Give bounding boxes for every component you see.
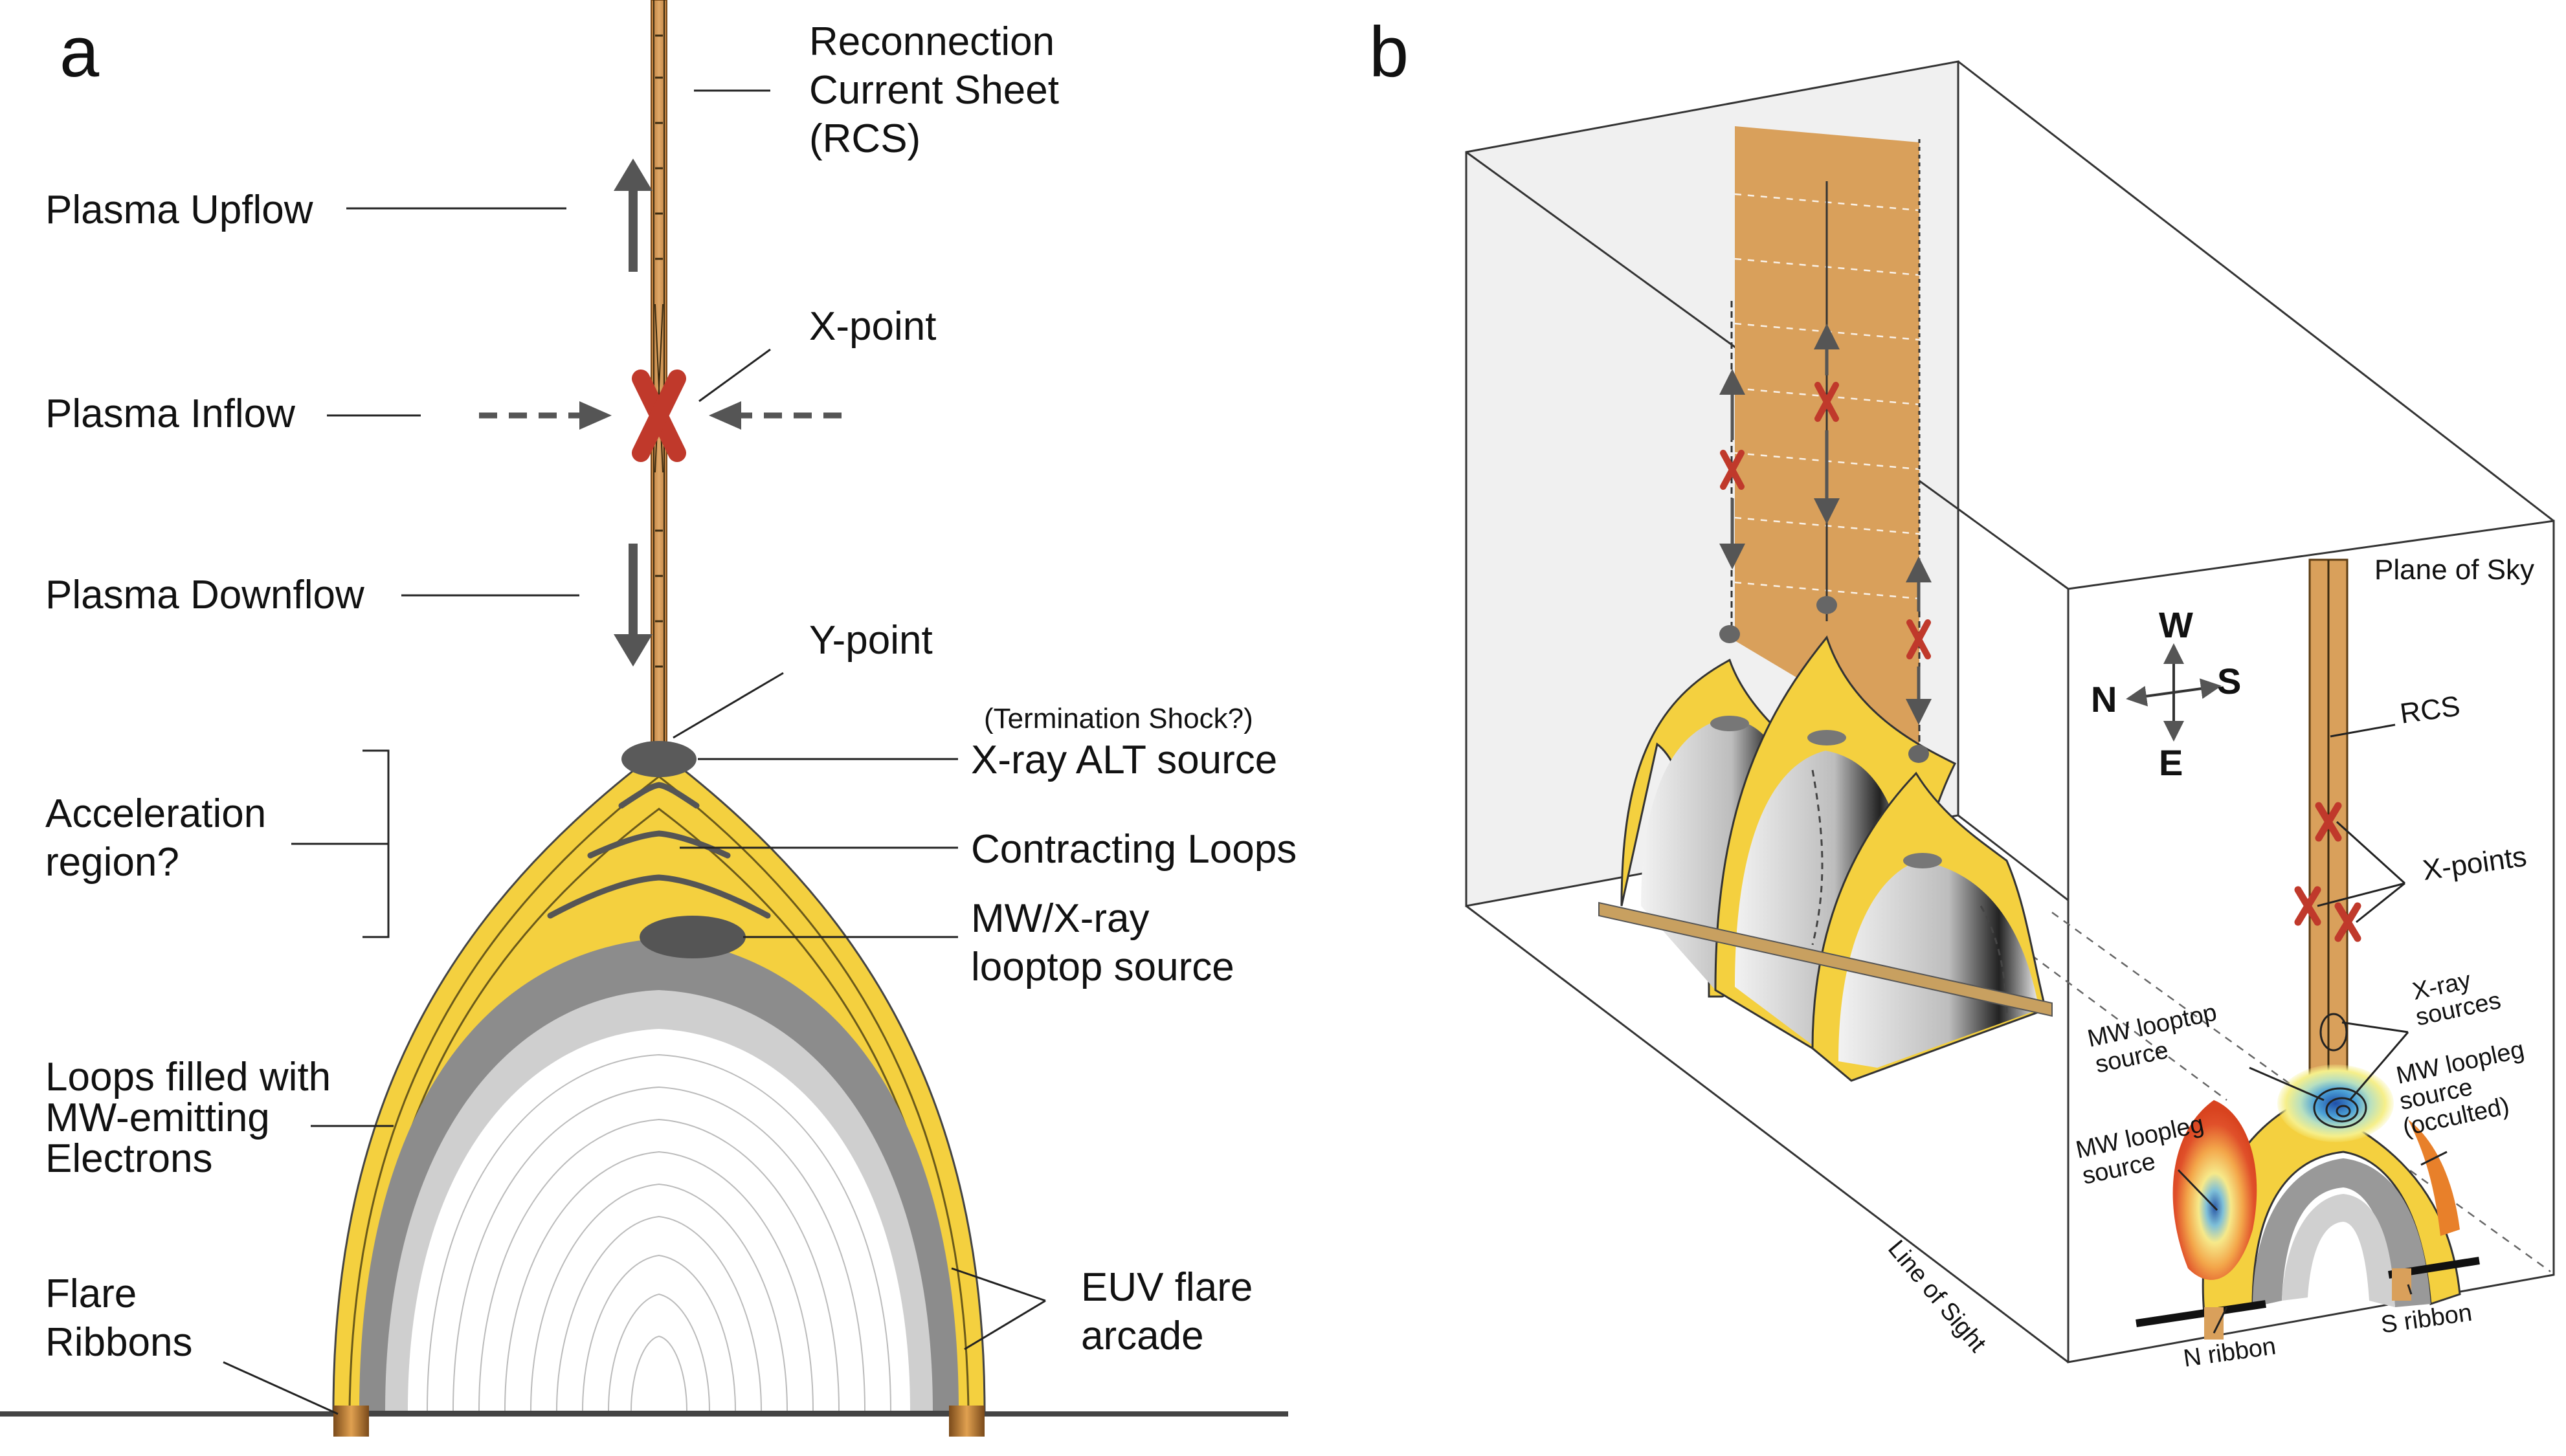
current-sheet-ticks xyxy=(655,34,663,668)
compass-e: E xyxy=(2159,742,2183,783)
acceleration-label-line1: Acceleration xyxy=(45,791,266,836)
looptop-label-line2: looptop source xyxy=(971,945,1234,989)
rcs-label-line2: Current Sheet xyxy=(809,68,1059,113)
footpoint-right xyxy=(949,1406,985,1437)
downflow-arrow xyxy=(614,544,653,667)
xray-contours xyxy=(2313,1013,2367,1129)
contracting-loops xyxy=(547,782,771,919)
mw-looptop-source xyxy=(2277,1064,2394,1142)
alt-source-label: X-ray ALT source xyxy=(971,738,1277,782)
x-point-label: X-point xyxy=(809,304,936,349)
rcs-label-line3: (RCS) xyxy=(809,116,920,161)
panel-b: b xyxy=(1369,12,2555,1373)
euv-arcade-label-line1: EUV flare xyxy=(1081,1265,1253,1310)
n-ribbon-line xyxy=(2136,1300,2266,1327)
panel-b-leaders xyxy=(2177,723,2448,1334)
looptop-label-line1: MW/X-ray xyxy=(971,896,1150,941)
looptop-source xyxy=(640,916,746,958)
loops-filled-label-line2: MW-emitting xyxy=(45,1096,270,1140)
loops-filled-label-line1: Loops filled with xyxy=(45,1055,331,1099)
plasma-inflow-label: Plasma Inflow xyxy=(45,392,295,436)
front-arcade xyxy=(2136,1013,2480,1340)
compass-s: S xyxy=(2217,661,2241,701)
compass: W N S E xyxy=(2091,604,2241,783)
euv-arcade-core xyxy=(408,1029,910,1411)
x-point-marker xyxy=(632,370,686,462)
upflow-arrow xyxy=(614,159,653,272)
inflow-arrow-left xyxy=(479,401,612,430)
flare-ribbons-label-line2: Ribbons xyxy=(45,1320,192,1365)
termination-shock-label: (Termination Shock?) xyxy=(984,703,1253,734)
panel-a-label: a xyxy=(60,12,100,92)
back-flow-arrows xyxy=(1719,324,1932,725)
panel-b-label: b xyxy=(1369,12,1409,92)
back-arcades xyxy=(1598,596,2053,1082)
alt-source xyxy=(621,741,697,777)
panel-a: a xyxy=(0,0,1297,1437)
footpoint-left xyxy=(333,1406,369,1437)
panel-a-leaders xyxy=(223,89,1046,1415)
nested-loops xyxy=(427,1053,891,1411)
acceleration-label-line2: region? xyxy=(45,840,179,885)
n-footpoint xyxy=(2204,1307,2224,1340)
back-x-points xyxy=(1720,382,1931,659)
current-sheet-lines xyxy=(653,0,665,744)
plasma-upflow-label: Plasma Upflow xyxy=(45,188,313,232)
y-point-label: Y-point xyxy=(809,618,933,663)
projection-lines xyxy=(1825,801,2551,1273)
loops-filled-label-line3: Electrons xyxy=(45,1136,212,1181)
front-x-points xyxy=(2294,802,2361,942)
plasma-downflow-label: Plasma Downflow xyxy=(45,573,364,617)
compass-n: N xyxy=(2091,679,2117,720)
rcs-label-line1: Reconnection xyxy=(809,19,1054,64)
euv-arcade-label-line2: arcade xyxy=(1081,1314,1204,1358)
compass-w: W xyxy=(2159,604,2193,645)
contracting-loops-label: Contracting Loops xyxy=(971,827,1297,872)
flare-ribbons-label-line1: Flare xyxy=(45,1272,137,1316)
inflow-arrow-right xyxy=(709,401,842,430)
line-of-sight-label: Line of Sight xyxy=(1882,1235,1991,1358)
plane-of-sky-label: Plane of Sky xyxy=(2374,554,2534,586)
